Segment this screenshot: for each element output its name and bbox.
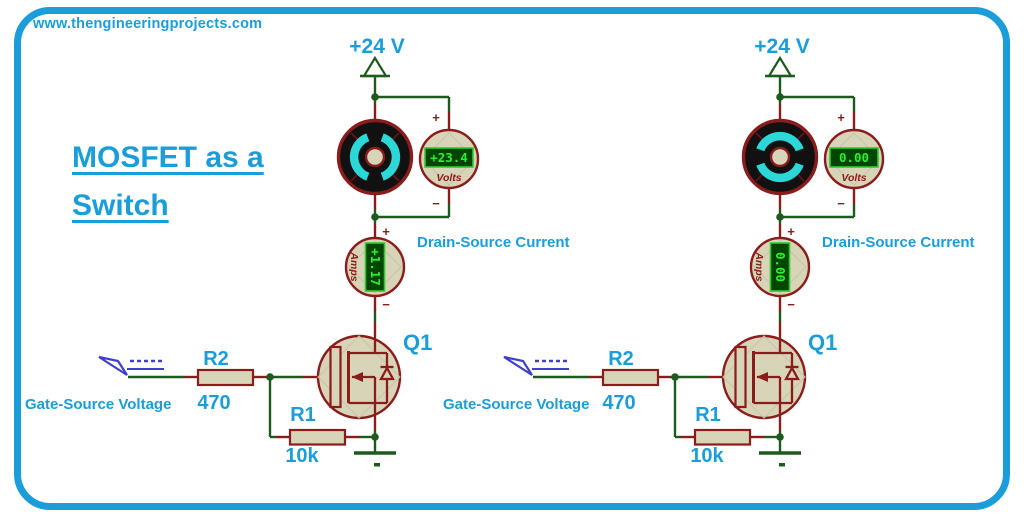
junction-dot	[776, 93, 784, 101]
r2-ref-label: R2	[608, 348, 634, 370]
voltmeter-reading: 0.00	[839, 150, 869, 165]
voltmeter-minus: −	[432, 196, 440, 211]
junction-dot	[371, 213, 379, 221]
ammeter-plus: +	[382, 224, 390, 239]
junction-dot	[371, 433, 379, 441]
r1-value-label: 10k	[285, 445, 319, 467]
power-terminal-icon	[765, 55, 795, 78]
resistor-r2	[196, 368, 255, 387]
r2-value-label: 470	[197, 392, 230, 414]
ammeter-reading: 0.00	[773, 252, 788, 282]
page-title-line2: Switch	[72, 189, 169, 222]
junction-dot	[671, 373, 679, 381]
voltmeter: + 0.00 Volts −	[823, 110, 885, 211]
ammeter-display	[364, 242, 386, 292]
voltmeter-reading: +23.4	[430, 150, 468, 165]
mosfet-ref-label: Q1	[403, 330, 432, 355]
junction-dot	[776, 433, 784, 441]
ammeter-unit: Amps	[348, 251, 360, 281]
ground-symbol	[354, 451, 396, 467]
ammeter-plus: +	[787, 224, 795, 239]
ammeter: + 0.00 Amps −	[749, 224, 811, 312]
junction-dot	[371, 93, 379, 101]
voltmeter-display	[424, 147, 474, 168]
mosfet-body-diode	[784, 353, 800, 403]
resistor-r2	[601, 368, 660, 387]
mosfet-gate-plate	[329, 345, 342, 409]
drain-source-current-label: Drain-Source Current	[822, 234, 975, 251]
mosfet-gate-plate	[734, 345, 747, 409]
mosfet-arrow	[756, 372, 768, 382]
motor-rotor-arcs	[756, 131, 804, 183]
ground-symbol	[759, 451, 801, 467]
r1-value-label: 10k	[690, 445, 724, 467]
voltmeter-display	[829, 147, 879, 168]
ammeter-unit: Amps	[753, 251, 765, 281]
supply-label: +24 V	[349, 35, 404, 58]
supply-label: +24 V	[754, 35, 809, 58]
border-frame	[14, 7, 1010, 510]
mosfet-q1	[721, 334, 807, 420]
power-terminal-icon	[360, 55, 390, 78]
motor	[336, 118, 414, 196]
ammeter: + +1.17 Amps −	[344, 224, 406, 312]
logic-state-switch[interactable]	[98, 355, 164, 376]
voltmeter-minus: −	[837, 196, 845, 211]
junction-dot	[266, 373, 274, 381]
page-title-line1: MOSFET as a	[72, 141, 264, 174]
r2-ref-label: R2	[203, 348, 229, 370]
ammeter-reading: +1.17	[368, 248, 383, 286]
mosfet-ref-label: Q1	[808, 330, 837, 355]
mosfet-q1	[316, 334, 402, 420]
ammeter-minus: −	[787, 297, 795, 312]
voltmeter-unit: Volts	[436, 172, 461, 184]
mosfet-body-diode	[379, 353, 395, 403]
logic-state-switch[interactable]	[503, 355, 569, 376]
circuit-right: +24 V	[443, 35, 975, 467]
watermark: www.thengineeringprojects.com	[33, 16, 263, 32]
junction-dot	[776, 213, 784, 221]
r2-value-label: 470	[602, 392, 635, 414]
voltmeter-plus: +	[432, 110, 440, 125]
r1-ref-label: R1	[290, 404, 316, 426]
ammeter-display	[769, 242, 791, 292]
r1-ref-label: R1	[695, 404, 721, 426]
resistor-r1	[693, 428, 752, 446]
gate-source-voltage-label: Gate-Source Voltage	[443, 396, 589, 413]
mosfet-arrow	[351, 372, 363, 382]
gate-source-voltage-label: Gate-Source Voltage	[25, 396, 171, 413]
page-title: MOSFET as a Switch	[72, 134, 264, 230]
resistor-r1	[288, 428, 347, 446]
voltmeter: + +23.4 Volts −	[418, 110, 480, 211]
ammeter-minus: −	[382, 297, 390, 312]
drain-source-current-label: Drain-Source Current	[417, 234, 570, 251]
voltmeter-unit: Volts	[841, 172, 866, 184]
circuit-left: +24 V	[25, 35, 570, 467]
voltmeter-plus: +	[837, 110, 845, 125]
motor	[741, 118, 819, 196]
motor-rotor-arcs	[349, 133, 401, 181]
